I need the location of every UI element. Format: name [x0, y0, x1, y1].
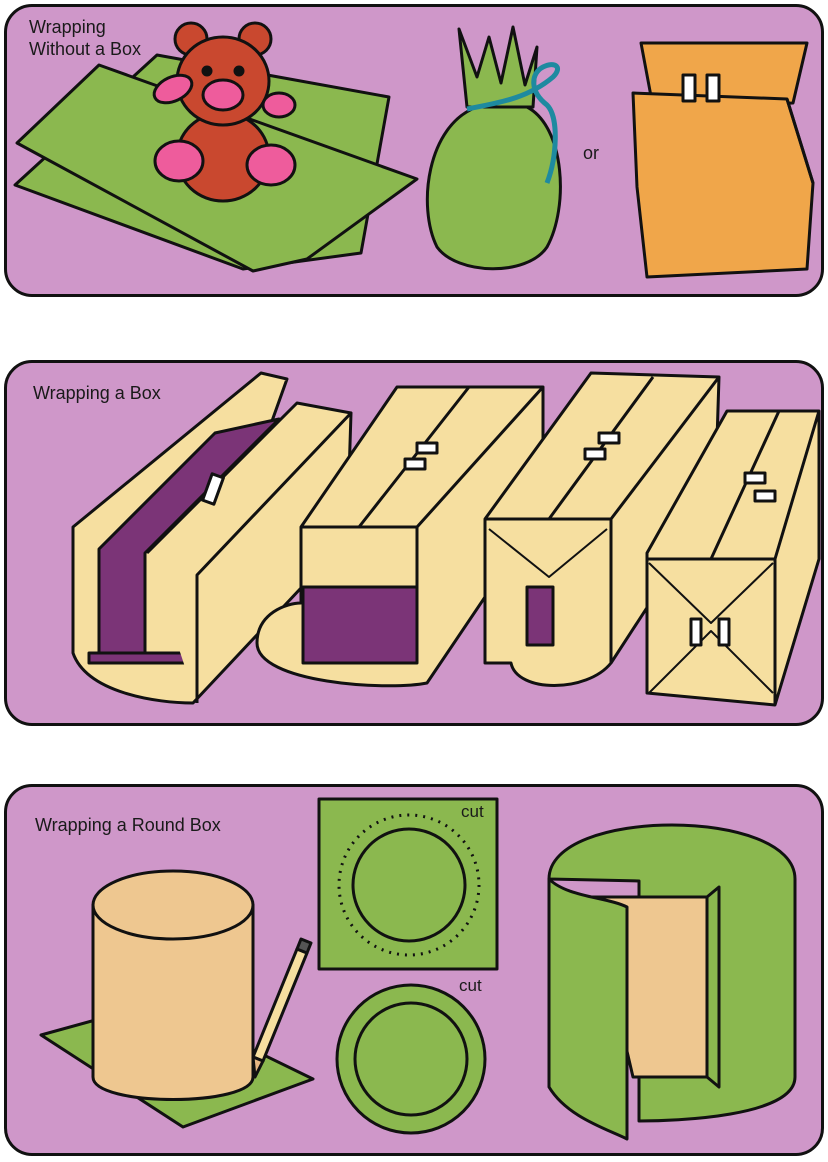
- pencil-icon: [251, 937, 313, 1079]
- teddy-bear-icon: [152, 21, 297, 203]
- box-step-4: [645, 409, 821, 707]
- box-step-1: [71, 371, 353, 705]
- cut-paper-circle: [335, 983, 487, 1135]
- cut-paper-square: [317, 797, 499, 971]
- cut-label-top: cut: [461, 802, 484, 821]
- box-step-2: [255, 385, 545, 688]
- panel-title-line2: Without a Box: [29, 39, 142, 59]
- panel-wrapping-without-box: Wrapping Without a Box or: [4, 4, 824, 297]
- panel-title: Wrapping a Round Box: [35, 815, 221, 835]
- box-wrapping-steps-illustration: [71, 371, 821, 707]
- round-box-cylinder: [91, 869, 255, 1101]
- panel-wrapping-round-box: Wrapping a Round Box cut cut: [4, 784, 824, 1156]
- or-label: or: [583, 143, 600, 163]
- without-box-illustration: [13, 21, 815, 279]
- panel-title: Wrapping a Box: [33, 383, 161, 403]
- cut-label-bottom: cut: [459, 976, 482, 995]
- round-box-illustration: [39, 797, 797, 1141]
- gift-bundle-icon: [425, 25, 562, 271]
- wrapped-round-box: [547, 823, 797, 1141]
- panel-title-line1: Wrapping: [29, 17, 106, 37]
- paper-bag-icon: [631, 41, 815, 279]
- panel-wrapping-box: Wrapping a Box: [4, 360, 824, 726]
